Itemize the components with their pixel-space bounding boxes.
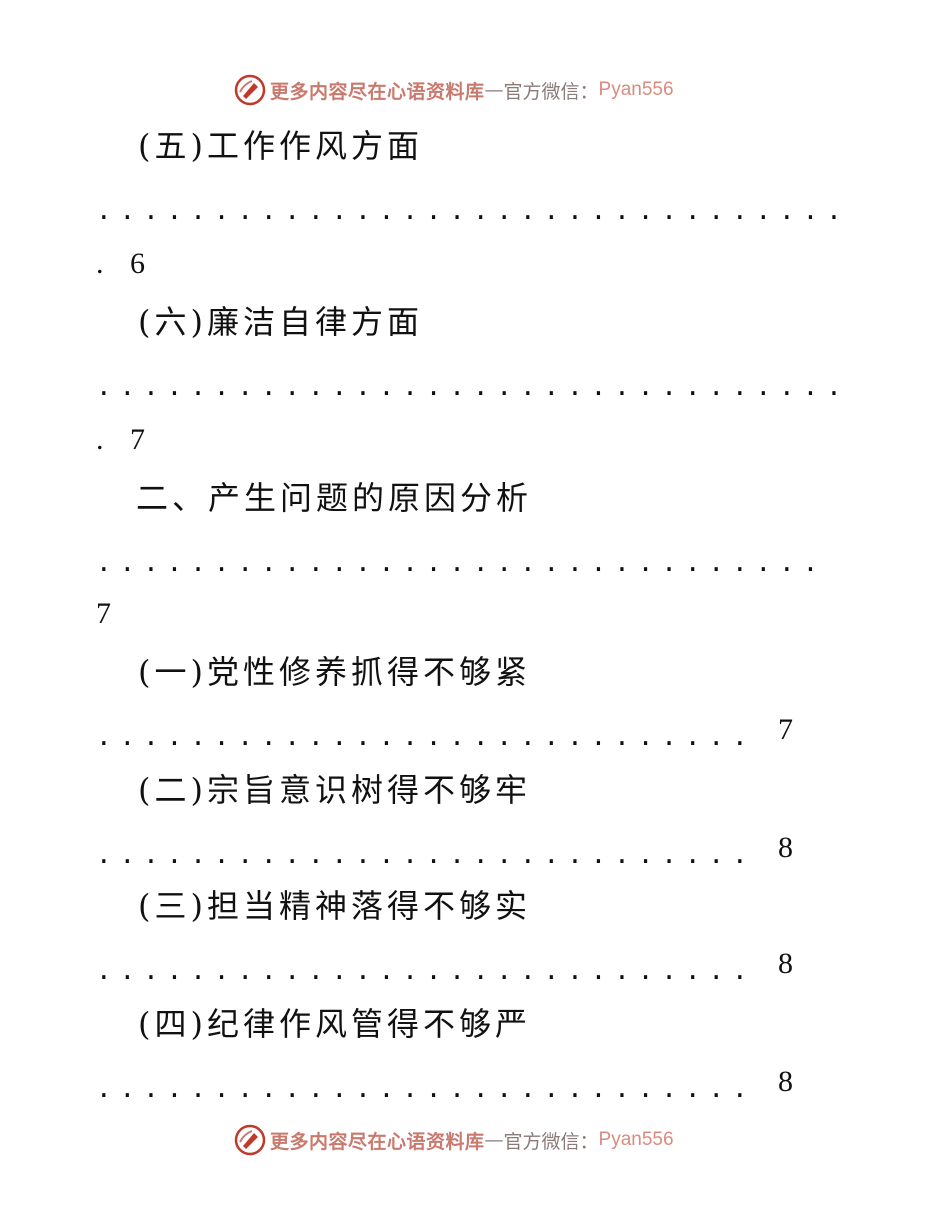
toc-leader-dots: .: [96, 423, 104, 456]
toc-page-number[interactable]: 7: [96, 597, 111, 630]
toc-leader-dots: .......................................: [96, 548, 831, 578]
toc-page-number[interactable]: 7: [130, 423, 145, 456]
toc-entry-title[interactable]: (六)廉洁自律方面: [138, 303, 423, 341]
toc-leader-dots: ........................................: [96, 372, 846, 402]
toc-page-number[interactable]: 8: [778, 1065, 793, 1098]
toc-leader-dots: ........................................: [96, 196, 846, 226]
watermark-label: 官方微信：: [503, 1130, 599, 1153]
watermark-banner-bottom: 更多内容尽在心语资料库 — 官方微信： Pyan556: [234, 1122, 674, 1158]
watermark-banner-top: 更多内容尽在心语资料库 — 官方微信： Pyan556: [234, 72, 674, 108]
toc-entry-title[interactable]: (三)担当精神落得不够实: [138, 887, 531, 925]
watermark-wechat-id: Pyan556: [598, 79, 674, 100]
pen-nib-logo-icon: [234, 74, 266, 106]
toc-entry-title[interactable]: (五)工作作风方面: [138, 127, 423, 165]
toc-page-number[interactable]: 6: [130, 247, 145, 280]
toc-entry-title[interactable]: (二)宗旨意识树得不够牢: [138, 771, 531, 809]
toc-entry-title[interactable]: (一)党性修养抓得不够紧: [138, 653, 531, 691]
toc-entry-title[interactable]: 二、产生问题的原因分析: [136, 479, 533, 517]
toc-entry-title[interactable]: (四)纪律作风管得不够严: [138, 1005, 531, 1043]
toc-leader-dots: ...................................: [96, 840, 761, 870]
toc-page-number[interactable]: 8: [778, 947, 793, 980]
toc-page-number[interactable]: 8: [778, 831, 793, 864]
watermark-separator: —: [484, 1129, 504, 1151]
toc-leader-dots: .: [96, 247, 104, 280]
pen-nib-logo-icon: [234, 1124, 266, 1156]
toc-leader-dots: ...................................: [96, 1074, 761, 1104]
watermark-text: 更多内容尽在心语资料库: [270, 1130, 485, 1153]
watermark-separator: —: [484, 79, 504, 101]
toc-leader-dots: ...................................: [96, 722, 761, 752]
watermark-wechat-id: Pyan556: [598, 1129, 674, 1150]
toc-page-number[interactable]: 7: [778, 713, 793, 746]
watermark-text: 更多内容尽在心语资料库: [270, 80, 485, 103]
watermark-label: 官方微信：: [503, 80, 599, 103]
toc-leader-dots: ...................................: [96, 956, 761, 986]
